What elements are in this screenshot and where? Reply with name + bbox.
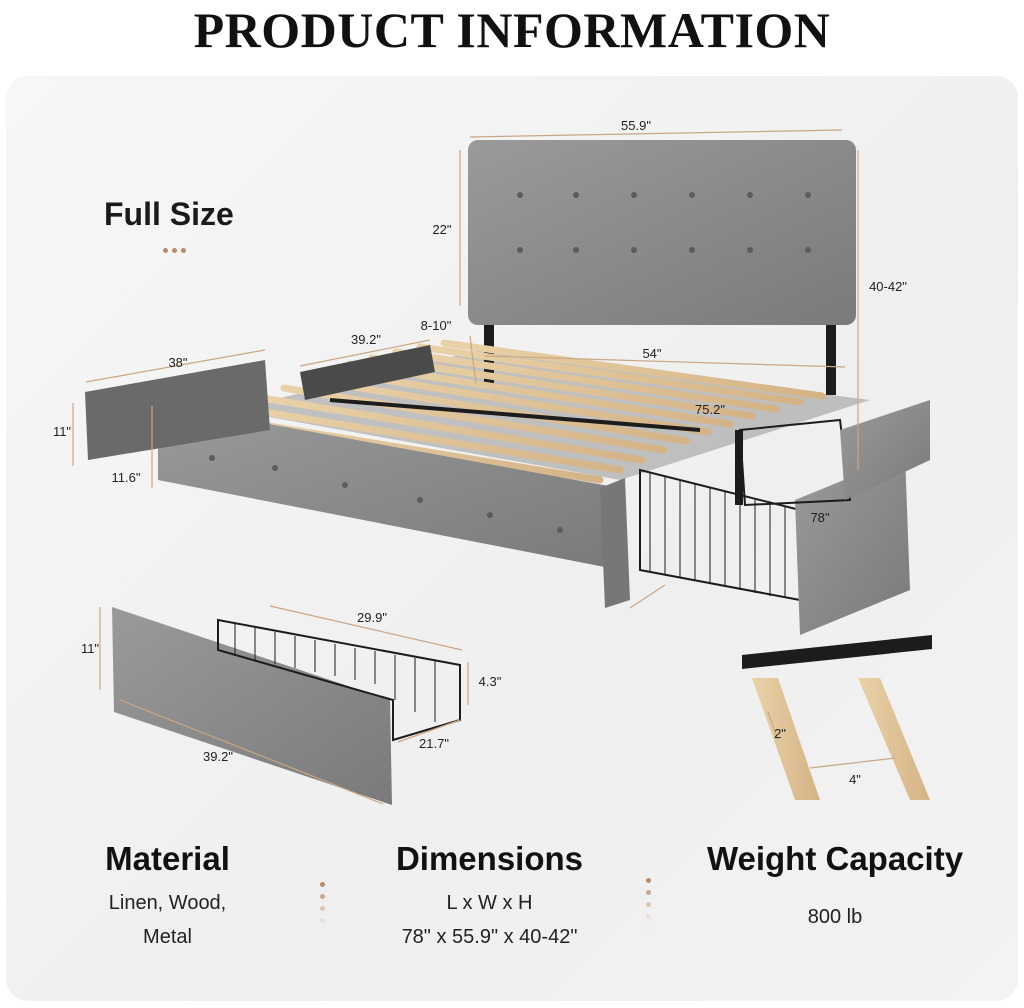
- dim-side-panel-height: 11": [53, 424, 71, 439]
- dim-drawer-front-length: 39.2": [203, 749, 233, 764]
- page-title: PRODUCT INFORMATION: [193, 2, 831, 58]
- dim-headboard-height: 22": [432, 222, 451, 237]
- dimensions-heading: Dimensions: [395, 840, 584, 877]
- right-drawers: [639, 400, 930, 635]
- divider-dots-right: [646, 878, 652, 938]
- material-line-1: Linen, Wood,: [108, 892, 227, 914]
- side-rail: [158, 406, 620, 570]
- material-heading: Material: [105, 840, 230, 877]
- headboard: [468, 140, 856, 395]
- dim-leg-gap: 8-10": [421, 318, 452, 333]
- weight-line-1: 800 lb: [807, 906, 863, 928]
- dim-side-panel-length: 38": [168, 355, 187, 370]
- side-panels: [85, 345, 435, 460]
- dim-drawer-side-length: 39.2": [351, 332, 381, 347]
- dim-total-height: 40-42": [869, 279, 907, 294]
- dim-slat-gap: 4": [849, 772, 861, 787]
- dim-drawer-basket-depth: 21.7": [419, 736, 449, 751]
- decorative-dots: [163, 240, 193, 253]
- foot-end: [600, 478, 630, 608]
- size-label: Full Size: [104, 196, 234, 232]
- material-line-2: Metal: [143, 926, 192, 948]
- dim-headboard-width: 55.9": [621, 118, 651, 133]
- dim-total-length: 78": [810, 510, 829, 525]
- dimension-lines: [72, 129, 896, 805]
- dim-drawer-basket-length: 29.9": [357, 610, 387, 625]
- drawer-detail: [112, 607, 461, 805]
- weight-section: Weight Capacity 800 lb: [690, 840, 980, 934]
- divider-dots-left: [320, 882, 326, 942]
- dim-under-bed-clearance: 11.6": [112, 470, 141, 485]
- dim-drawer-panel-height: 11": [81, 641, 99, 656]
- slat-detail: [742, 635, 932, 800]
- weight-heading: Weight Capacity: [706, 840, 964, 877]
- dimensions-line-1: L x W x H: [446, 892, 533, 914]
- dim-frame-length: 75.2": [695, 402, 725, 417]
- dim-frame-width: 54": [642, 346, 661, 361]
- dimensions-line-2: 78" x 55.9" x 40-42": [401, 926, 578, 948]
- material-section: Material Linen, Wood, Metal: [60, 840, 275, 954]
- dim-drawer-basket-height: 4.3": [479, 674, 502, 689]
- dimensions-section: Dimensions L x W x H 78" x 55.9" x 40-42…: [372, 840, 607, 954]
- dim-slat-width: 2": [774, 726, 786, 741]
